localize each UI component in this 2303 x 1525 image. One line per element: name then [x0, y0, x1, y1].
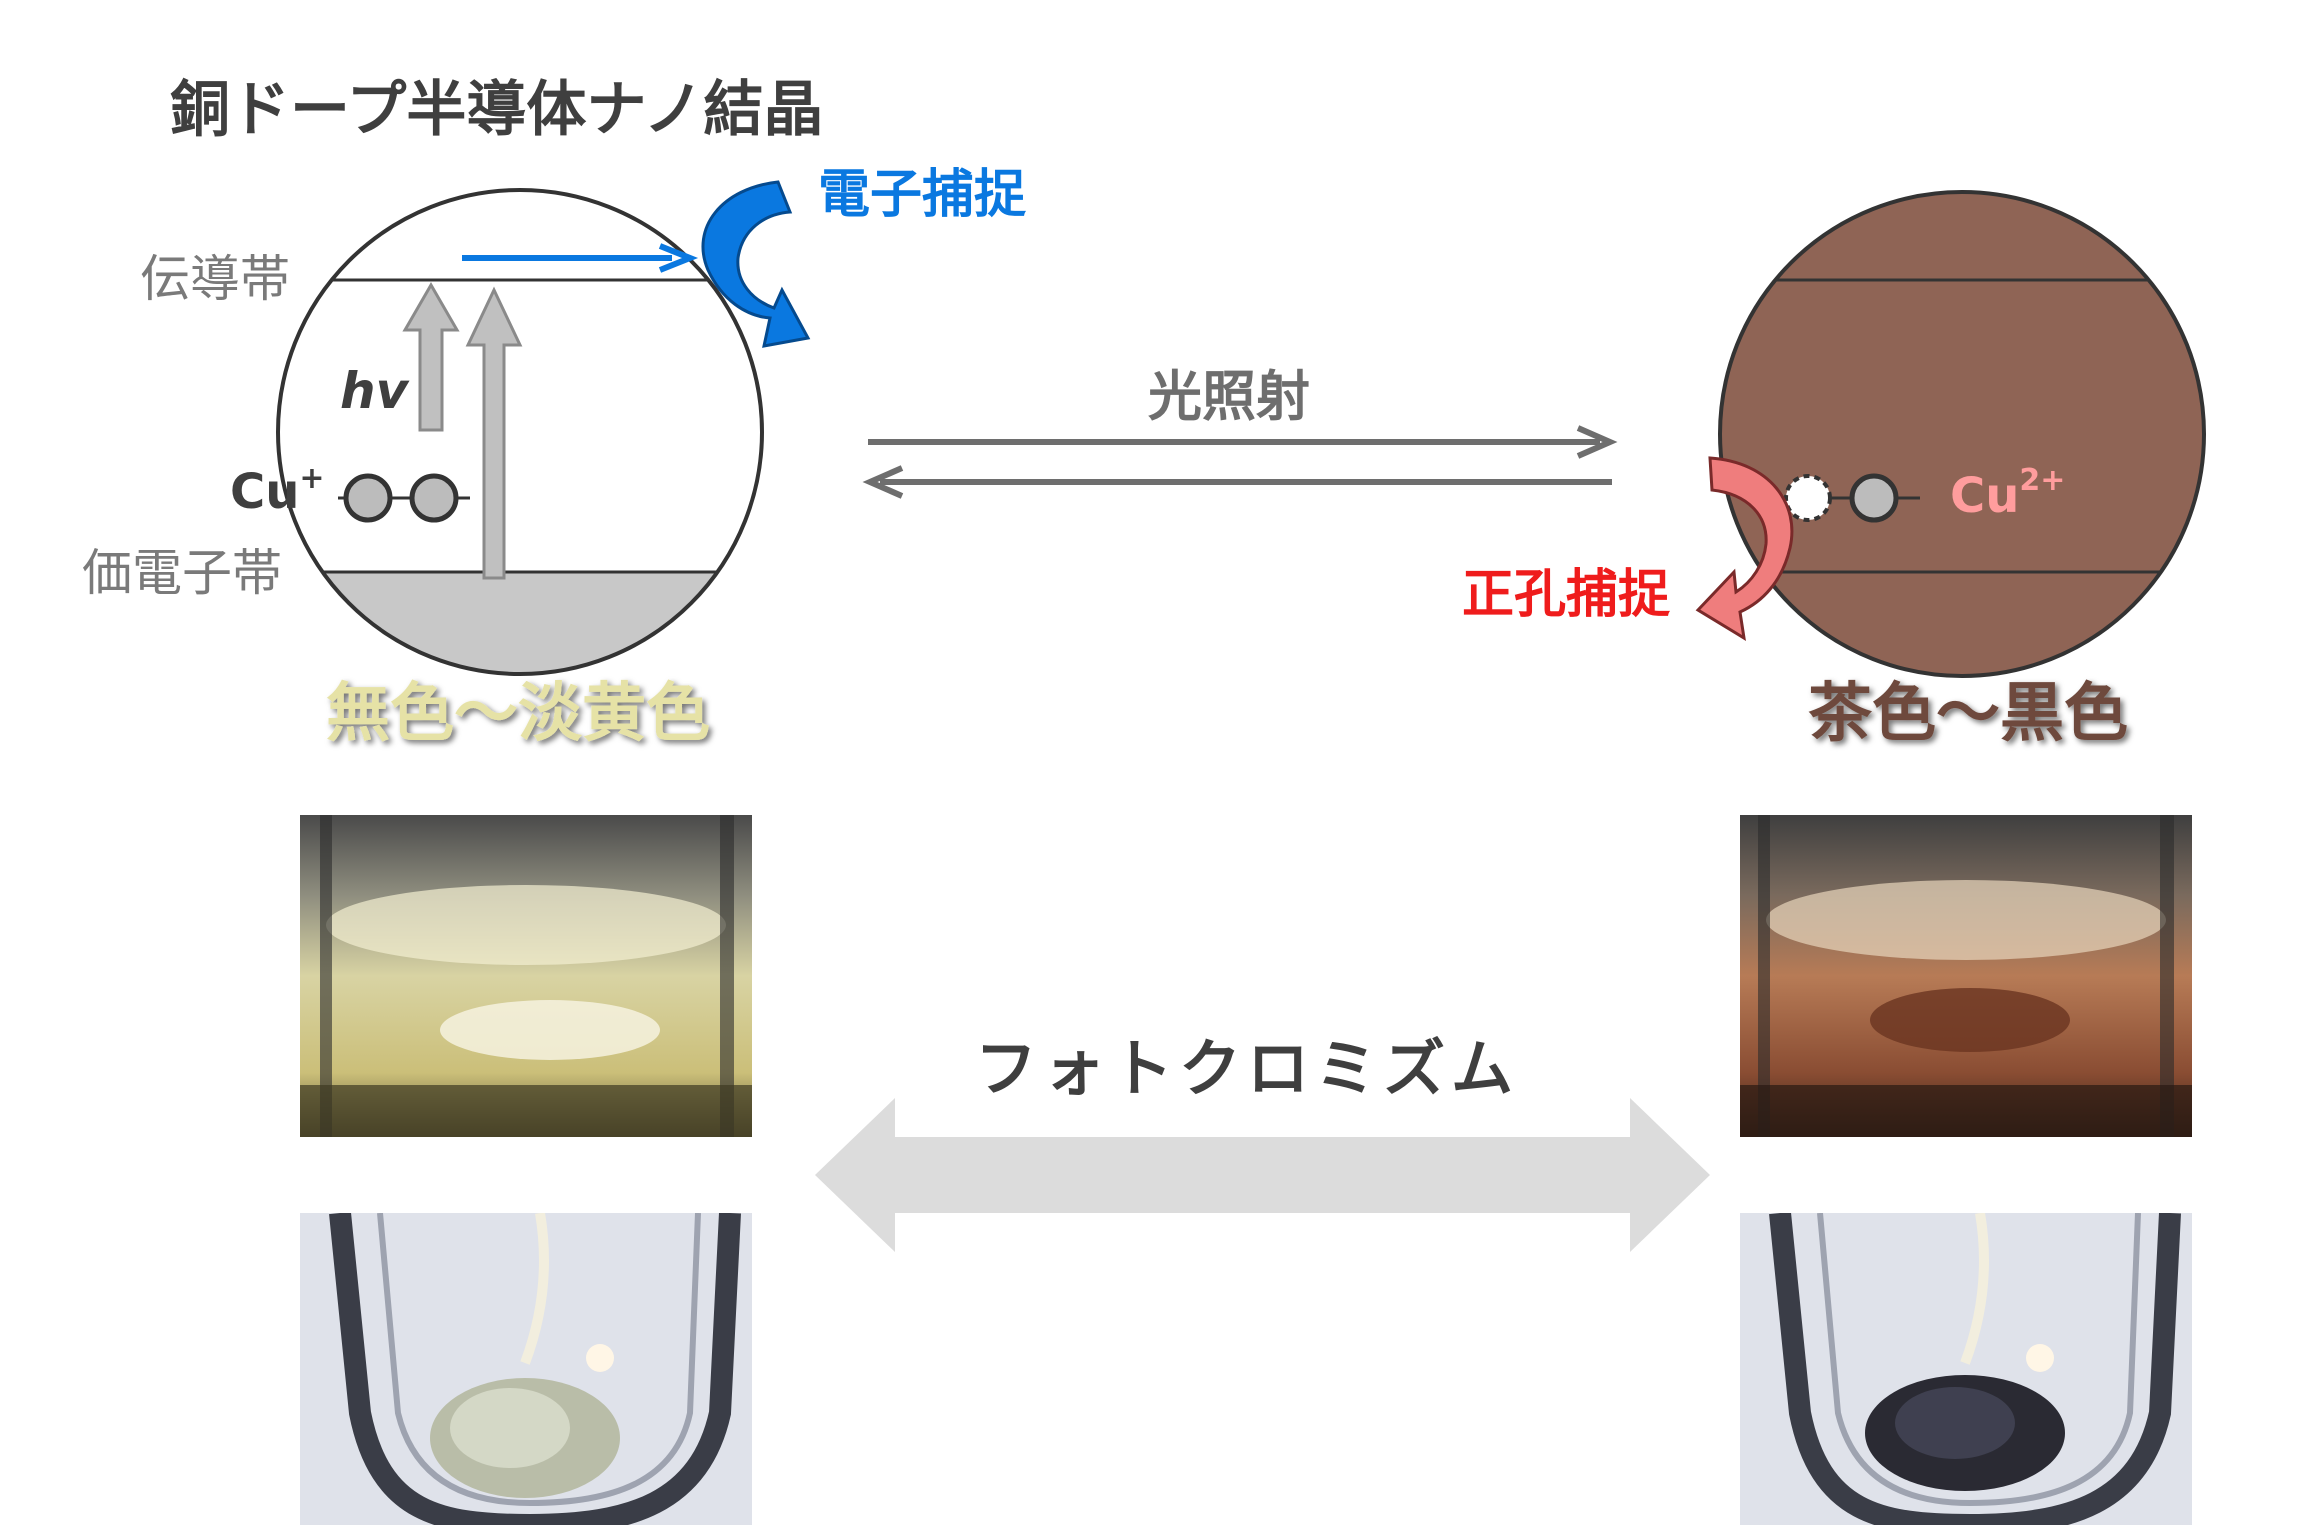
- cu-2plus-label: Cu2+: [1950, 463, 2065, 524]
- conduction-band-label: 伝導帯: [140, 250, 290, 308]
- hole-dot: [1784, 474, 1832, 522]
- right-circle: [1718, 190, 2206, 678]
- irradiation-label: 光照射: [1148, 365, 1310, 428]
- hole-capture-arrow: [1695, 456, 1794, 641]
- right-color-label: 茶色〜黒色: [1808, 677, 2128, 751]
- photo-solution-colorless: [300, 815, 752, 1137]
- photochromism-double-arrow: [815, 1098, 1710, 1252]
- electron-capture-label: 電子捕捉: [818, 165, 1027, 225]
- left-band-diagram: hv Cu+ 伝導帯 価電子帯 電子捕捉 無色〜淡黄色: [82, 165, 1027, 751]
- photo-powder-colorless: [300, 1213, 752, 1525]
- cu-plus-label: Cu+: [230, 461, 325, 520]
- page-title: 銅ドープ半導体ナノ結晶: [170, 75, 823, 145]
- excitation-arrow-long: [465, 286, 523, 580]
- left-color-label: 無色〜淡黄色: [326, 677, 710, 751]
- photochromism-label: フォトクロミズム: [975, 1032, 1519, 1105]
- left-circle: [276, 188, 764, 676]
- electron-dot-1: [343, 473, 393, 523]
- valence-band-label: 価電子帯: [82, 544, 282, 602]
- electron-dot: [1849, 473, 1899, 523]
- hv-label: hv: [340, 362, 410, 420]
- excitation-arrow-short: [402, 282, 460, 432]
- electron-dot-2: [409, 473, 459, 523]
- reverse-arrowhead: [862, 465, 904, 499]
- forward-arrowhead: [1576, 425, 1618, 459]
- photo-solution-brown: [1740, 815, 2192, 1137]
- hole-capture-label: 正孔捕捉: [1462, 565, 1671, 625]
- electron-capture-arrow: [701, 180, 811, 348]
- center-arrows: 光照射 フォトクロミズム: [815, 365, 1710, 1252]
- electron-transfer-arrowhead: [658, 243, 699, 273]
- photo-powder-black: [1740, 1213, 2192, 1525]
- right-band-diagram: Cu2+ 正孔捕捉 茶色〜黒色: [1462, 190, 2206, 751]
